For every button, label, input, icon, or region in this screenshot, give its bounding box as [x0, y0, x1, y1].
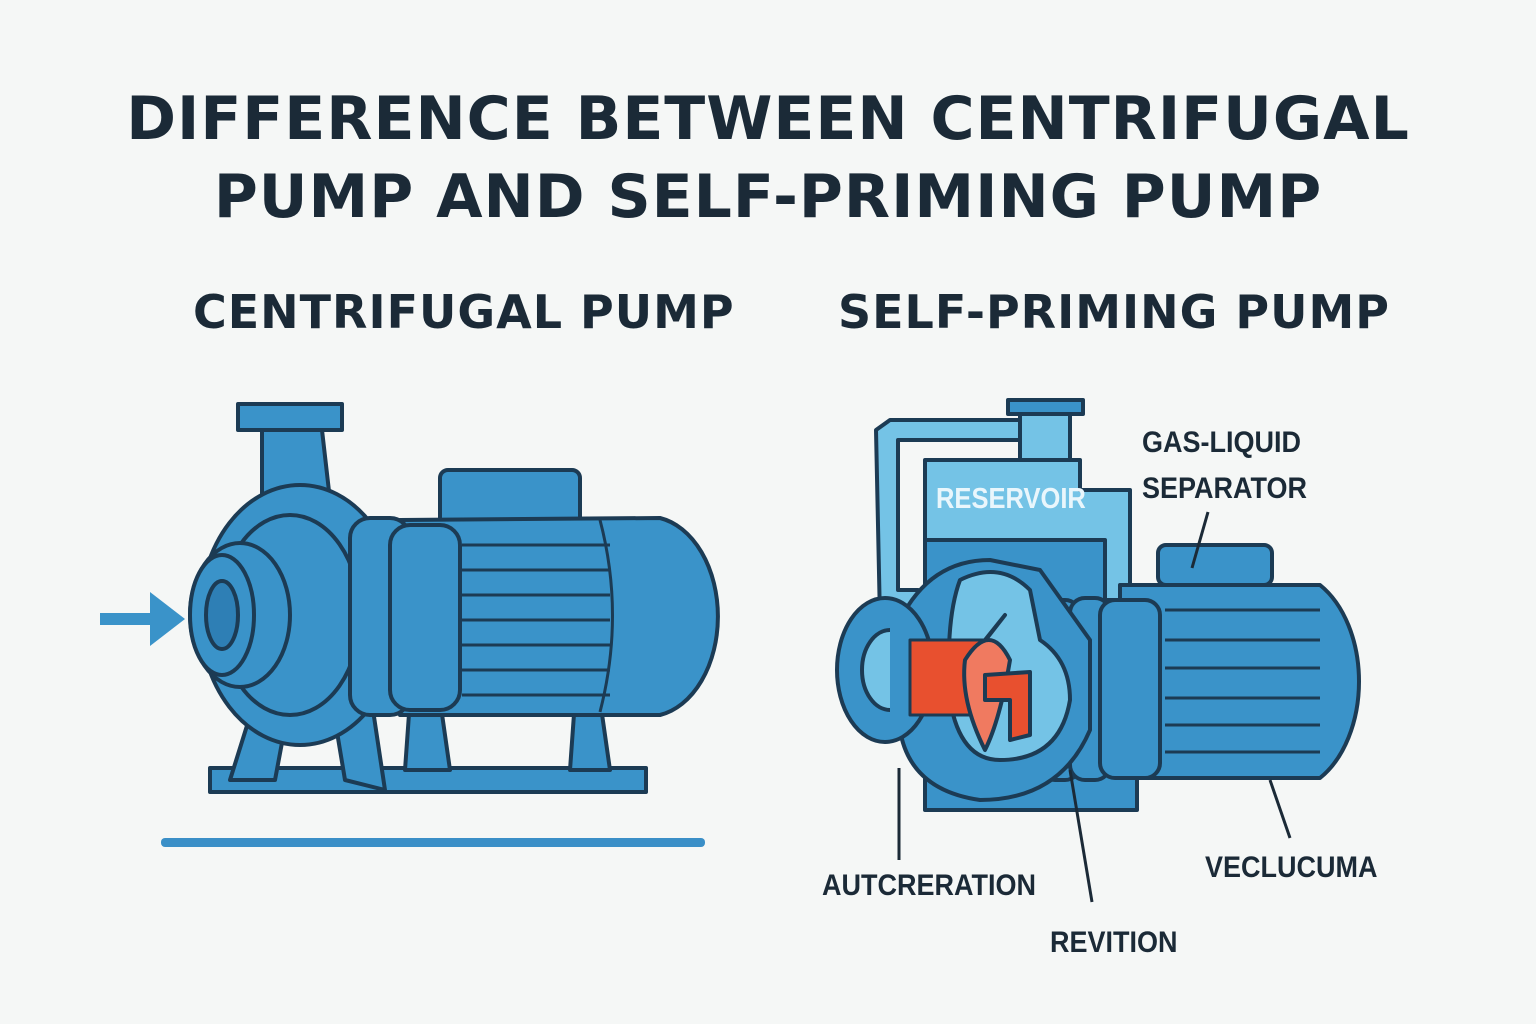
floor-line	[161, 838, 705, 847]
veclucuma-label: VECLUCUMA	[1205, 851, 1378, 884]
reservoir-label: RESERVOIR	[936, 483, 1086, 515]
centrifugal-heading: CENTRIFUGAL PUMP	[193, 285, 735, 339]
gas-liquid-separator-label: GAS-LIQUID SEPARATOR	[1142, 420, 1307, 512]
self-priming-heading: SELF-PRIMING PUMP	[838, 285, 1390, 339]
self-priming-pump-illustration	[835, 398, 1361, 812]
separator-label-line-2: SEPARATOR	[1142, 472, 1308, 505]
flow-arrow-icon	[100, 592, 185, 646]
title-line-2: PUMP AND SELF-PRIMING PUMP	[213, 162, 1323, 232]
centrifugal-pump-illustration	[188, 402, 720, 794]
leader-lines	[897, 511, 1292, 903]
title-line-1: DIFFERENCE BETWEEN CENTRIFUGAL	[126, 84, 1410, 154]
page-title: DIFFERENCE BETWEEN CENTRIFUGAL PUMP AND …	[0, 80, 1536, 236]
separator-label-line-1: GAS-LIQUID	[1142, 426, 1302, 459]
revition-label: REVITION	[1050, 926, 1178, 959]
autcreration-label: AUTCRERATION	[822, 869, 1036, 902]
